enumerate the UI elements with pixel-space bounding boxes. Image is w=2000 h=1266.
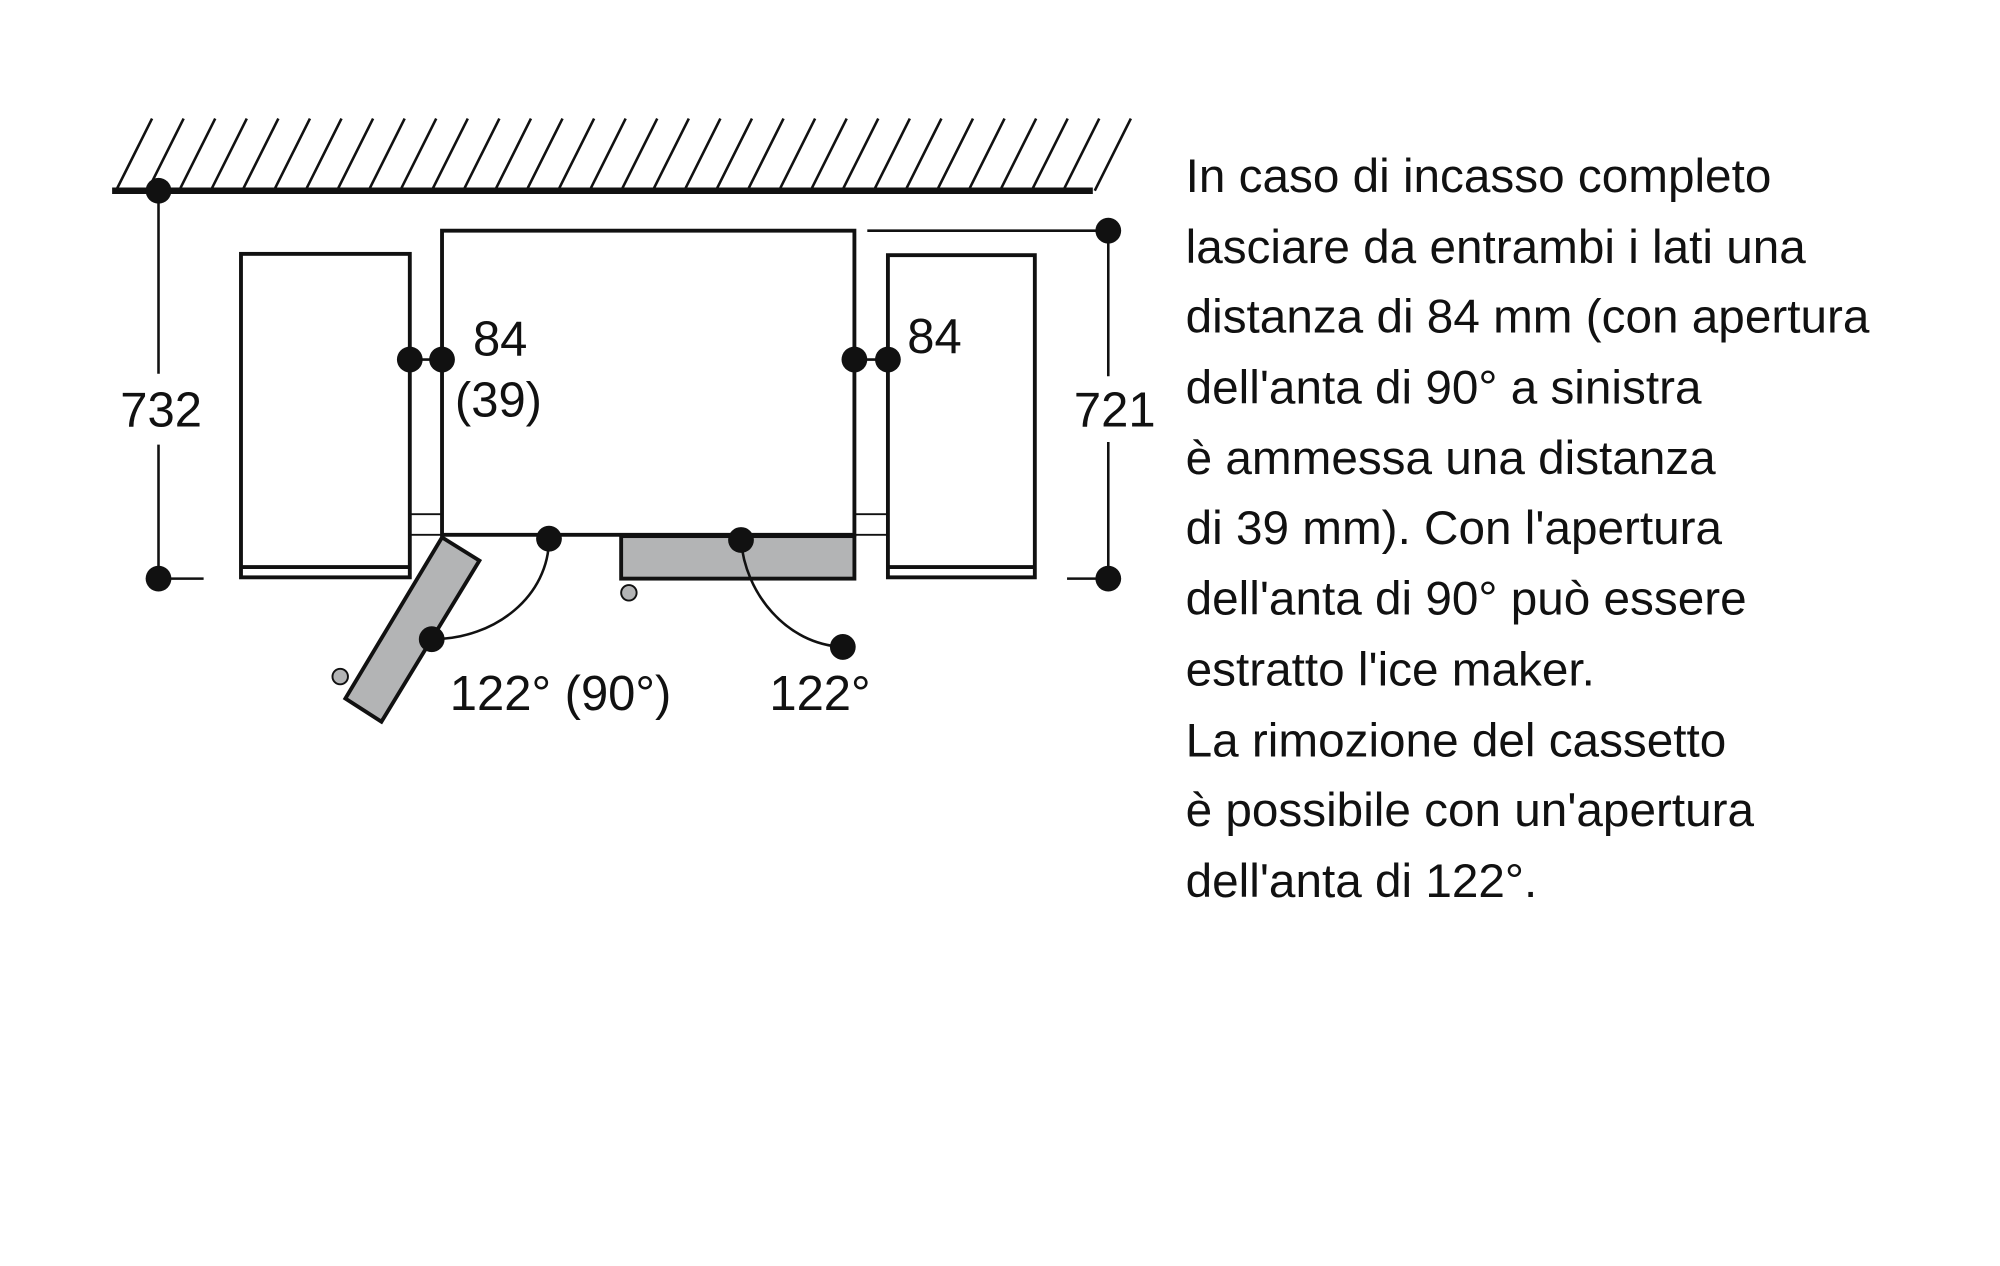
hatch-line — [556, 117, 596, 192]
dimension-dot — [728, 527, 754, 553]
hatch-line — [651, 117, 690, 192]
wall-hatching — [114, 117, 1132, 192]
note-line: La rimozione del cassetto — [1185, 713, 1727, 767]
dimension-dot — [418, 626, 445, 653]
left-gap-alt-label: (39) — [455, 373, 542, 427]
drawer-angle-label: 122° — [769, 667, 870, 721]
hatch-line — [114, 117, 154, 192]
hatch-line — [620, 117, 659, 192]
dimension-dot — [1095, 565, 1122, 592]
left-depth-label: 732 — [120, 384, 202, 438]
hatch-line — [462, 117, 501, 192]
hinge-marker — [331, 667, 349, 686]
hatch-line — [935, 117, 975, 192]
dimension-dot — [1095, 217, 1122, 244]
hatch-line — [588, 117, 627, 192]
hatch-line — [714, 117, 754, 192]
dimension-dot — [145, 565, 172, 592]
dimension-dot — [536, 525, 562, 552]
hatch-line — [904, 117, 943, 192]
hatch-line — [493, 117, 533, 192]
dimension-dot — [429, 346, 455, 373]
hatch-line — [967, 117, 1006, 192]
hatch-line — [335, 117, 375, 192]
right-gap-label: 84 — [907, 310, 961, 364]
note-line: dell'anta di 90° può essere — [1185, 572, 1747, 626]
hatch-line — [1093, 117, 1132, 192]
right-depth-label: 721 — [1074, 384, 1156, 438]
right-cabinet — [885, 253, 1037, 580]
hatch-line — [998, 117, 1038, 192]
note-line: estratto l'ice maker. — [1185, 642, 1595, 696]
hatch-line — [1062, 117, 1101, 192]
hatch-line — [872, 117, 911, 192]
hatch-line — [209, 117, 248, 192]
hatch-line — [146, 117, 185, 192]
note-line: lasciare da entrambi i lati una — [1185, 219, 1806, 273]
hatch-line — [777, 117, 817, 192]
hatch-line — [746, 117, 785, 192]
door-swing-arc — [431, 538, 551, 641]
note-line: di 39 mm). Con l'apertura — [1185, 501, 1723, 555]
hatch-line — [525, 117, 564, 192]
door-angle-label: 122° (90°) — [450, 667, 672, 721]
dimension-dot — [829, 634, 856, 660]
note-line: è possibile con un'apertura — [1185, 783, 1755, 837]
hatch-line — [398, 117, 438, 192]
hatch-line — [809, 117, 848, 192]
note-line: In caso di incasso completo — [1185, 149, 1772, 203]
hatch-line — [241, 117, 280, 192]
dimension-dot — [875, 346, 901, 373]
hatch-line — [683, 117, 722, 192]
note-line: distanza di 84 mm (con apertura — [1185, 290, 1870, 344]
hatch-line — [272, 117, 312, 192]
hinge-marker — [620, 584, 638, 602]
dimension-dot — [841, 346, 868, 373]
hatch-line — [367, 117, 406, 192]
installation-note: In caso di incasso completo lasciare da … — [1186, 142, 1870, 917]
note-line: è ammessa una distanza — [1185, 431, 1716, 485]
dimension-dot — [396, 346, 423, 373]
right-depth-dimension — [867, 229, 1110, 580]
left-cabinet — [239, 251, 412, 580]
gap-fillers — [409, 513, 888, 536]
left-gap-label: 84 — [473, 313, 527, 367]
hatch-line — [1030, 117, 1069, 192]
dimension-dot — [145, 177, 172, 204]
hatch-line — [430, 117, 469, 192]
note-line: dell'anta di 122°. — [1185, 854, 1538, 908]
note-line: dell'anta di 90° a sinistra — [1185, 360, 1702, 414]
hatch-line — [304, 117, 343, 192]
hatch-line — [841, 117, 880, 192]
open-door — [342, 534, 483, 725]
drawer-swing-arc — [739, 539, 843, 649]
hatch-line — [177, 117, 217, 192]
